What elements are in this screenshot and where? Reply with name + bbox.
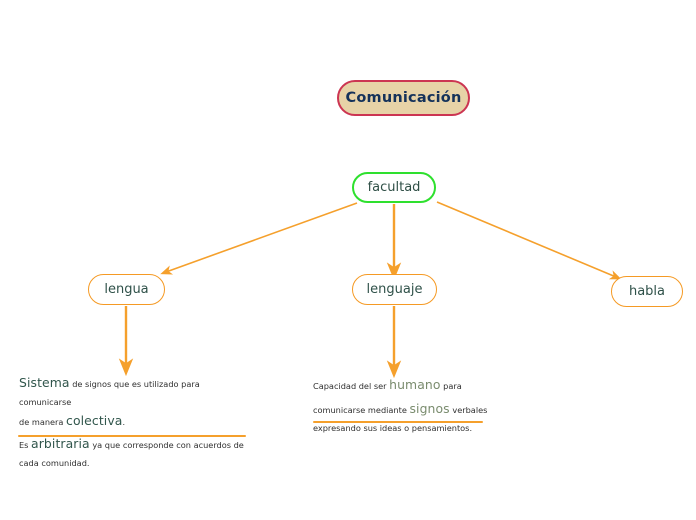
note-lengua-line-1-rest: de signos que es utilizado para comunica… [19, 379, 200, 407]
note-lenguaje-line-2-post: verbales [449, 405, 488, 416]
node-comunicacion-label: Comunicación [345, 90, 462, 106]
note-lengua-line-3-pre: Es [19, 440, 32, 451]
note-lenguaje-line-2-pre: comunicarse mediante [313, 405, 410, 416]
note-lenguaje-keyword-humano: humano [389, 377, 441, 392]
note-lenguaje-line-1-post: para [440, 381, 462, 391]
note-lengua-keyword-colectiva: colectiva [66, 413, 123, 429]
node-comunicacion[interactable]: Comunicación [337, 80, 470, 116]
node-habla[interactable]: habla [611, 276, 683, 307]
note-lengua-line-1: Sistema de signos que es utilizado para … [19, 372, 249, 410]
note-lengua-line-2-post: . [122, 417, 126, 428]
node-lenguaje[interactable]: lenguaje [352, 274, 437, 305]
node-habla-label: habla [628, 284, 666, 299]
note-lengua-line-3-rest: ya que corresponde con acuerdos de [89, 440, 244, 451]
edge-facultad-to-lengua [160, 202, 358, 275]
note-lengua-underline [18, 435, 246, 438]
note-lengua-line-3: Es arbitraria ya que corresponde con acu… [19, 433, 249, 456]
node-lenguaje-label: lenguaje [366, 282, 423, 297]
note-lengua-keyword-arbitraria: arbitraria [31, 436, 90, 452]
note-lengua-line-2-pre: de manera [19, 417, 67, 428]
note-lenguaje-keyword-signos: signos [409, 401, 450, 417]
edge-facultad-to-habla [436, 201, 622, 280]
note-lenguaje: Capacidad del ser humano para comunicars… [313, 373, 491, 437]
node-lengua-label: lengua [104, 282, 149, 297]
note-lenguaje-line-1-pre: Capacidad del ser [313, 381, 390, 391]
node-facultad-label: facultad [367, 180, 421, 195]
note-lenguaje-underline [313, 421, 483, 424]
note-lengua-keyword-sistema: Sistema [19, 375, 70, 390]
note-lengua: Sistema de signos que es utilizado para … [19, 372, 249, 471]
node-facultad[interactable]: facultad [352, 172, 436, 203]
note-lenguaje-line-1: Capacidad del ser humano para [313, 373, 491, 397]
note-lenguaje-line-3: expresando sus ideas o pensamientos. [313, 423, 473, 434]
node-lengua[interactable]: lengua [88, 274, 165, 305]
note-lengua-line-4: cada comunidad. [19, 457, 90, 468]
note-lenguaje-line-2: comunicarse mediante signos verbales [313, 397, 491, 421]
note-lengua-line-2: de manera colectiva. [19, 410, 249, 433]
